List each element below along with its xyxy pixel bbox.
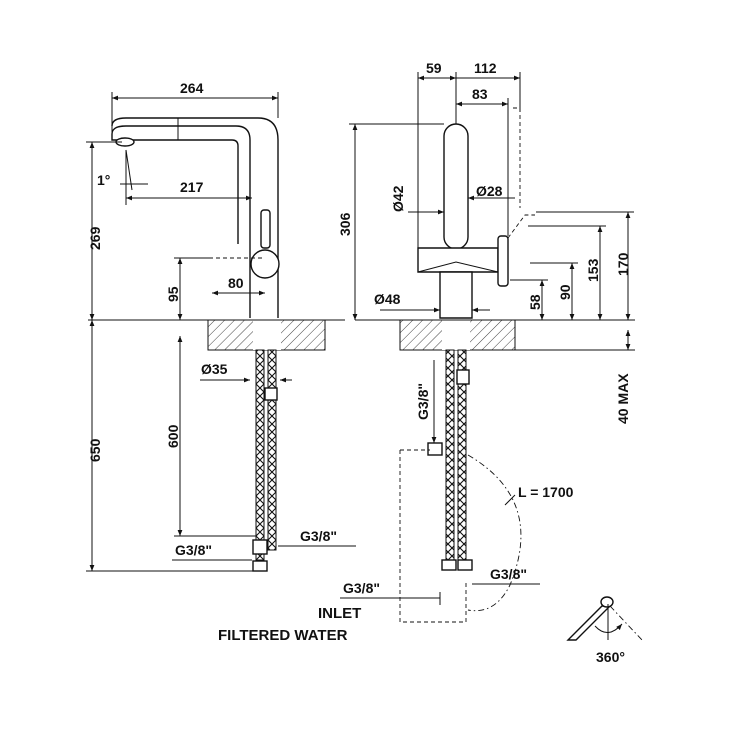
dim-dia-35: Ø35 [201,361,228,377]
dim-170: 170 [615,252,631,276]
dim-dia-28: Ø28 [476,183,503,199]
dim-83: 83 [472,86,488,102]
dim-600: 600 [165,424,181,448]
dim-g38-right2: G3/8" [490,566,527,582]
filtered-water-label: FILTERED WATER [218,627,348,644]
inlet-label: INLET [318,605,361,622]
dim-1-degree: 1° [97,172,110,188]
mixer-body [250,249,280,279]
dim-hose-length: L = 1700 [518,484,574,500]
dim-80: 80 [228,275,244,291]
left-faucet-body [111,117,280,318]
spout-column [443,123,469,250]
dim-g38-left: G3/8" [175,542,212,558]
dim-269: 269 [87,226,103,250]
dim-217: 217 [180,179,204,195]
dim-g38-vertical: G3/8" [415,383,431,420]
dim-58: 58 [527,294,543,310]
rotation-symbol: 360° [566,596,643,665]
dim-59: 59 [426,60,442,76]
left-hoses [252,349,278,572]
dim-dia-42: Ø42 [390,185,406,212]
dim-112: 112 [474,60,497,76]
rotation-label: 360° [596,649,625,665]
dim-650: 650 [87,438,103,462]
dim-g38-right: G3/8" [300,528,337,544]
left-view: 264 217 1° 269 95 80 Ø35 600 650 G3/8" G… [86,80,356,572]
side-lever [497,235,509,287]
dim-153: 153 [585,258,601,282]
dim-306: 306 [337,212,353,236]
right-faucet-body [417,107,535,319]
dim-264: 264 [180,80,204,96]
right-view: 59 112 83 306 Ø42 Ø28 Ø48 170 153 90 58 … [218,60,635,644]
dim-90: 90 [557,284,573,300]
dim-dia-48: Ø48 [374,291,401,307]
dim-40-max: 40 MAX [615,373,631,424]
dim-95: 95 [165,286,181,302]
filter-lever [260,209,271,249]
right-hoses [399,349,522,623]
dim-g38-inlet: G3/8" [343,580,380,596]
